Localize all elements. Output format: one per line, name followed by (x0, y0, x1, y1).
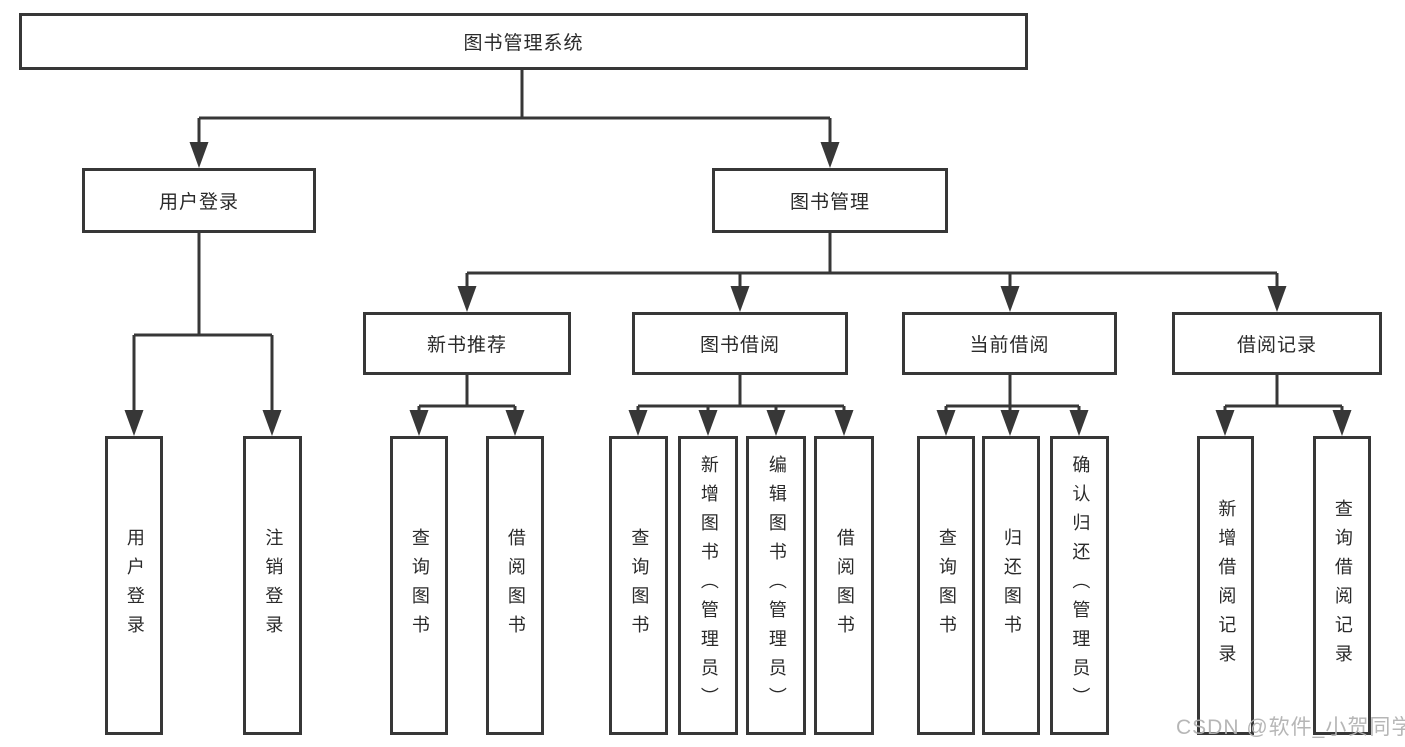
node-label: 查询借阅记录 (1332, 498, 1353, 673)
leaf-recommend-borrow-books: 借阅图书 (486, 436, 544, 735)
leaf-logout-login: 注销登录 (243, 436, 302, 735)
node-label: 用户登录 (124, 527, 145, 644)
node-label: 编辑图书（管理员） (766, 455, 787, 716)
node-label: 新书推荐 (426, 335, 507, 356)
node-borrowing-records: 借阅记录 (1172, 312, 1382, 375)
csdn-watermark: CSDN @软件_小贺同学 (1176, 716, 1405, 739)
leaf-add-borrow-record: 新增借阅记录 (1197, 436, 1254, 735)
node-label: 当前借阅 (969, 335, 1050, 356)
leaf-user-login: 用户登录 (105, 436, 163, 735)
node-label: 归还图书 (1001, 527, 1022, 644)
node-book-borrowing: 图书借阅 (632, 312, 848, 375)
node-label: 借阅图书 (834, 527, 855, 644)
node-user-login: 用户登录 (82, 168, 316, 233)
node-label: 查询图书 (409, 527, 430, 644)
node-new-book-recommendation: 新书推荐 (363, 312, 571, 375)
leaf-confirm-return-admin: 确认归还（管理员） (1050, 436, 1109, 735)
leaf-current-query-books: 查询图书 (917, 436, 975, 735)
node-label: 查询图书 (936, 527, 957, 644)
node-label: 新增借阅记录 (1216, 498, 1237, 673)
leaf-recommend-query-books: 查询图书 (390, 436, 448, 735)
node-label: 确认归还（管理员） (1070, 455, 1091, 716)
node-current-borrowing: 当前借阅 (902, 312, 1117, 375)
node-label: 图书管理 (789, 192, 870, 213)
leaf-add-books-admin: 新增图书（管理员） (678, 436, 738, 735)
node-label: 注销登录 (263, 527, 284, 644)
node-library-management-system: 图书管理系统 (19, 13, 1028, 70)
node-label: 查询图书 (629, 527, 650, 644)
node-label: 用户登录 (158, 192, 239, 213)
leaf-edit-books-admin: 编辑图书（管理员） (746, 436, 806, 735)
node-label: 借阅图书 (505, 527, 526, 644)
node-book-management: 图书管理 (712, 168, 948, 233)
leaf-borrow-books: 借阅图书 (814, 436, 874, 735)
leaf-borrow-query-books: 查询图书 (609, 436, 668, 735)
node-label: 图书管理系统 (463, 33, 584, 54)
node-label: 借阅记录 (1236, 335, 1317, 356)
leaf-query-borrow-record: 查询借阅记录 (1313, 436, 1371, 735)
leaf-return-books: 归还图书 (982, 436, 1040, 735)
node-label: 新增图书（管理员） (698, 455, 719, 716)
node-label: 图书借阅 (699, 335, 780, 356)
